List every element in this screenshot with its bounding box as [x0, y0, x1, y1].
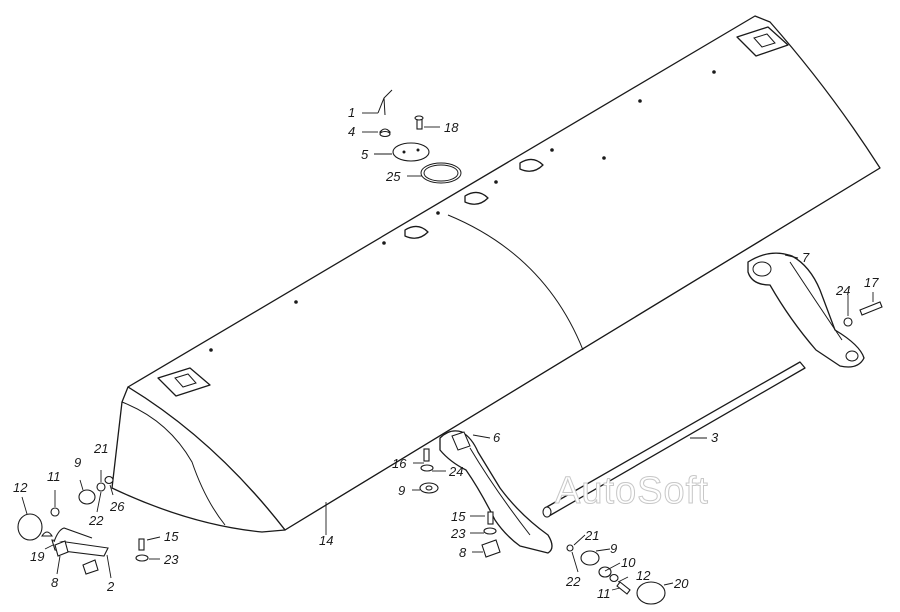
- watermark: AutoSoft: [555, 470, 709, 512]
- callout-26: 26: [109, 499, 125, 514]
- callout-23-left: 23: [163, 552, 179, 567]
- callout-21-left: 21: [93, 441, 108, 456]
- callout-25: 25: [385, 169, 401, 184]
- callout-3: 3: [711, 430, 719, 445]
- callout-5: 5: [361, 147, 369, 162]
- callout-15-middle: 15: [451, 509, 466, 524]
- callout-labels: 1 4 18 5 25 7 17 24 3 6 16 24 9 15 23 8 …: [13, 105, 879, 601]
- callout-9-middle: 9: [398, 483, 405, 498]
- callout-12-left: 12: [13, 480, 28, 495]
- main-housing: [111, 15, 881, 533]
- callout-23-middle: 23: [450, 526, 466, 541]
- callout-11-left: 11: [47, 469, 61, 484]
- callout-22-right: 22: [565, 574, 581, 589]
- lower-right-fasteners: [566, 544, 666, 605]
- callout-15-left: 15: [164, 529, 179, 544]
- cap-assembly: [377, 89, 462, 184]
- right-fasteners: [843, 301, 883, 327]
- rod: [542, 361, 806, 518]
- callout-1: 1: [348, 105, 355, 120]
- callout-24-middle: 24: [448, 464, 463, 479]
- callout-2: 2: [106, 579, 115, 594]
- callout-9-left: 9: [74, 455, 81, 470]
- callout-21-right: 21: [584, 528, 599, 543]
- callout-19: 19: [30, 549, 44, 564]
- leader-lines: [21, 112, 874, 591]
- callout-8-middle: 8: [459, 545, 467, 560]
- callout-9-right: 9: [610, 541, 617, 556]
- lower-left-fasteners: [17, 475, 149, 575]
- callout-8-left: 8: [51, 575, 59, 590]
- callout-12-right: 20: [673, 576, 689, 591]
- callout-4: 4: [348, 124, 355, 139]
- callout-17: 17: [864, 275, 879, 290]
- callout-16: 16: [392, 456, 407, 471]
- callout-10: 10: [621, 555, 636, 570]
- callout-14: 14: [319, 533, 333, 548]
- bracket-right: [747, 252, 865, 368]
- callout-7: 7: [802, 250, 810, 265]
- callout-11-right: 12: [636, 568, 651, 583]
- callout-24-right: 24: [835, 283, 850, 298]
- middle-fasteners: [419, 448, 501, 558]
- callout-20: 11: [597, 586, 611, 601]
- callout-18: 18: [444, 120, 459, 135]
- callout-22-left: 22: [88, 513, 104, 528]
- bracket-middle: [439, 430, 553, 554]
- callout-6: 6: [493, 430, 501, 445]
